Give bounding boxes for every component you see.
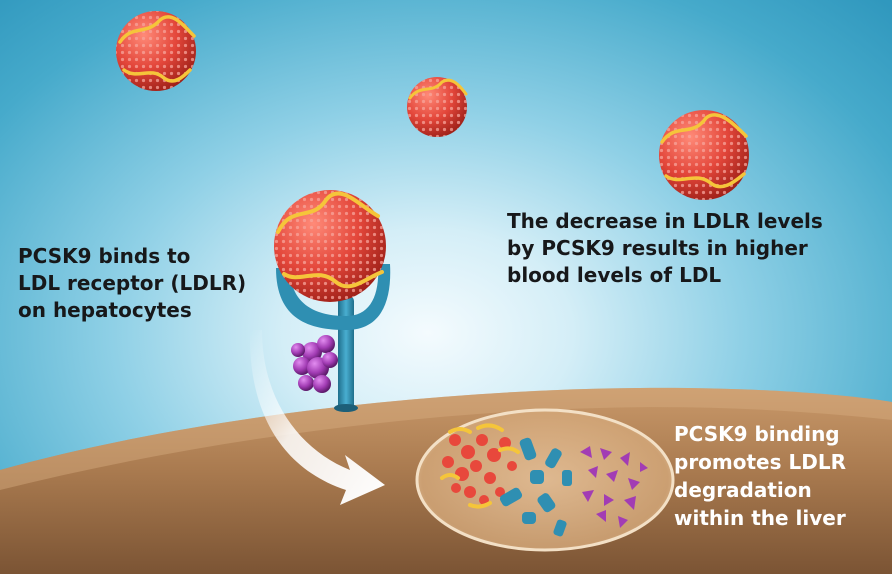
degradation-vesicle <box>415 408 675 552</box>
ldl-particle-right <box>659 110 749 200</box>
ldl-particle-bound <box>274 190 386 302</box>
degraded-pcsk9-fragments <box>580 446 648 528</box>
label-ldlr-degradation: PCSK9 binding promotes LDLR degradation … <box>674 422 846 530</box>
curved-arrow <box>249 330 385 505</box>
degraded-ldl-fragments <box>440 423 520 509</box>
ldl-receptor <box>276 264 391 412</box>
label-pcsk9-binds-ldlr: PCSK9 binds to LDL receptor (LDLR) on he… <box>18 244 247 322</box>
ldl-particle-top-left <box>116 11 196 91</box>
label-ldlr-decrease: The decrease in LDLR levels by PCSK9 res… <box>507 209 823 287</box>
liver-surface-texture <box>0 387 892 490</box>
pcsk9-protein <box>291 335 338 393</box>
degraded-ldlr-fragments <box>499 437 572 537</box>
ldl-particle-top-center <box>407 77 468 137</box>
